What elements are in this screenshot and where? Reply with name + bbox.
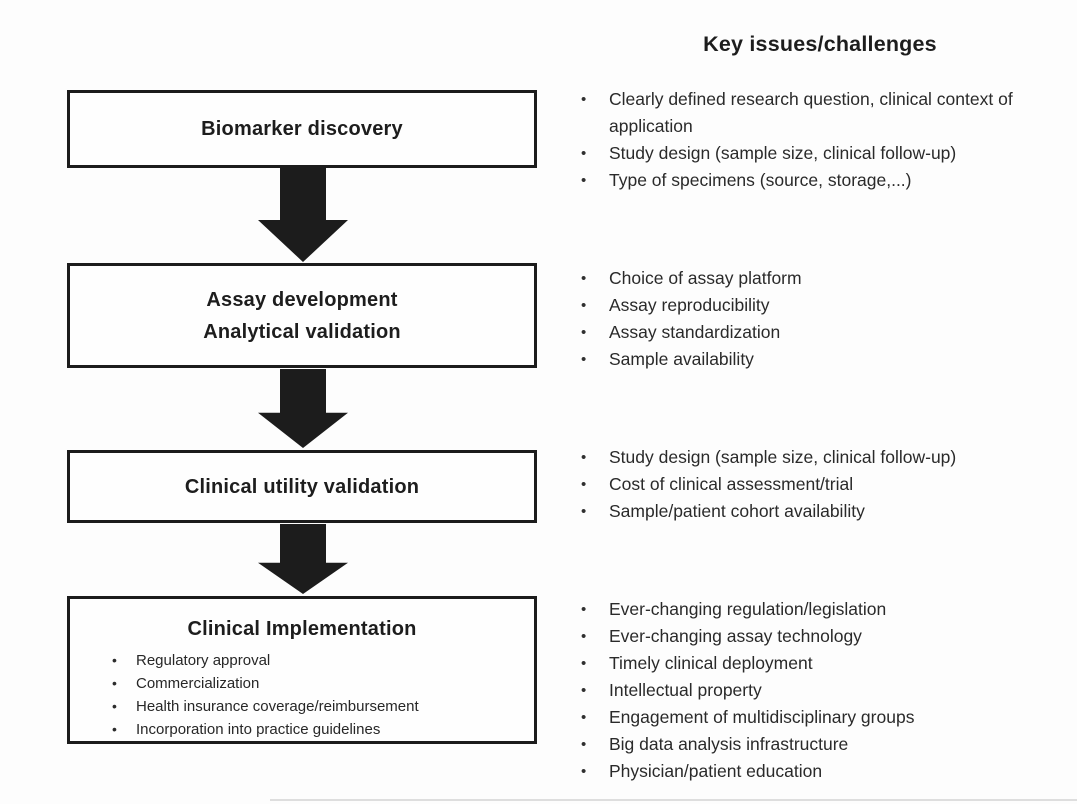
- challenge-item: Ever-changing assay technology: [578, 623, 1070, 650]
- challenge-item: Type of specimens (source, storage,...): [578, 167, 1070, 194]
- stage-sub-bullet: Regulatory approval: [110, 649, 419, 672]
- challenge-item: Timely clinical deployment: [578, 650, 1070, 677]
- bottom-divider-line: [270, 799, 1077, 801]
- challenge-group-clinical-utility: Study design (sample size, clinical foll…: [578, 444, 1070, 525]
- challenge-item: Study design (sample size, clinical foll…: [578, 140, 1070, 167]
- challenge-item: Choice of assay platform: [578, 265, 1070, 292]
- down-arrow-icon: [258, 369, 348, 448]
- challenge-group-discovery: Clearly defined research question, clini…: [578, 86, 1070, 194]
- challenge-item: Big data analysis infrastructure: [578, 731, 1070, 758]
- stage-box-clinical-utility-validation: Clinical utility validation: [67, 450, 537, 523]
- challenge-item: Clearly defined research question, clini…: [578, 86, 1070, 140]
- key-issues-heading: Key issues/challenges: [703, 32, 937, 56]
- stage-sub-bullet: Commercialization: [110, 672, 419, 695]
- challenge-group-implementation: Ever-changing regulation/legislationEver…: [578, 596, 1070, 785]
- stage-sub-bullet: Health insurance coverage/reimbursement: [110, 695, 419, 718]
- challenge-item: Assay standardization: [578, 319, 1070, 346]
- challenge-item: Engagement of multidisciplinary groups: [578, 704, 1070, 731]
- stage-box-clinical-implementation: Clinical Implementation Regulatory appro…: [67, 596, 537, 744]
- challenge-item: Study design (sample size, clinical foll…: [578, 444, 1070, 471]
- stage-box-assay-development: Assay development Analytical validation: [67, 263, 537, 368]
- stage-sublist: Regulatory approvalCommercializationHeal…: [110, 649, 419, 741]
- challenge-item: Ever-changing regulation/legislation: [578, 596, 1070, 623]
- down-arrow-icon: [258, 524, 348, 594]
- challenge-item: Cost of clinical assessment/trial: [578, 471, 1070, 498]
- challenge-list: Ever-changing regulation/legislationEver…: [578, 596, 1070, 785]
- stage-title: Assay development Analytical validation: [203, 288, 401, 343]
- challenge-item: Assay reproducibility: [578, 292, 1070, 319]
- stage-title: Biomarker discovery: [201, 118, 403, 140]
- stage-sub-bullet: Incorporation into practice guidelines: [110, 718, 419, 741]
- challenge-list: Clearly defined research question, clini…: [578, 86, 1070, 194]
- challenge-item: Physician/patient education: [578, 758, 1070, 785]
- stage-title: Clinical utility validation: [184, 475, 420, 498]
- stage-box-biomarker-discovery: Biomarker discovery: [67, 90, 537, 168]
- challenge-item: Intellectual property: [578, 677, 1070, 704]
- challenge-item: Sample/patient cohort availability: [578, 498, 1070, 525]
- challenge-list: Choice of assay platformAssay reproducib…: [578, 265, 1070, 373]
- challenge-group-assay: Choice of assay platformAssay reproducib…: [578, 265, 1070, 373]
- challenge-item: Sample availability: [578, 346, 1070, 373]
- down-arrow-icon: [258, 168, 348, 262]
- stage-title: Clinical Implementation: [187, 618, 417, 640]
- challenge-list: Study design (sample size, clinical foll…: [578, 444, 1070, 525]
